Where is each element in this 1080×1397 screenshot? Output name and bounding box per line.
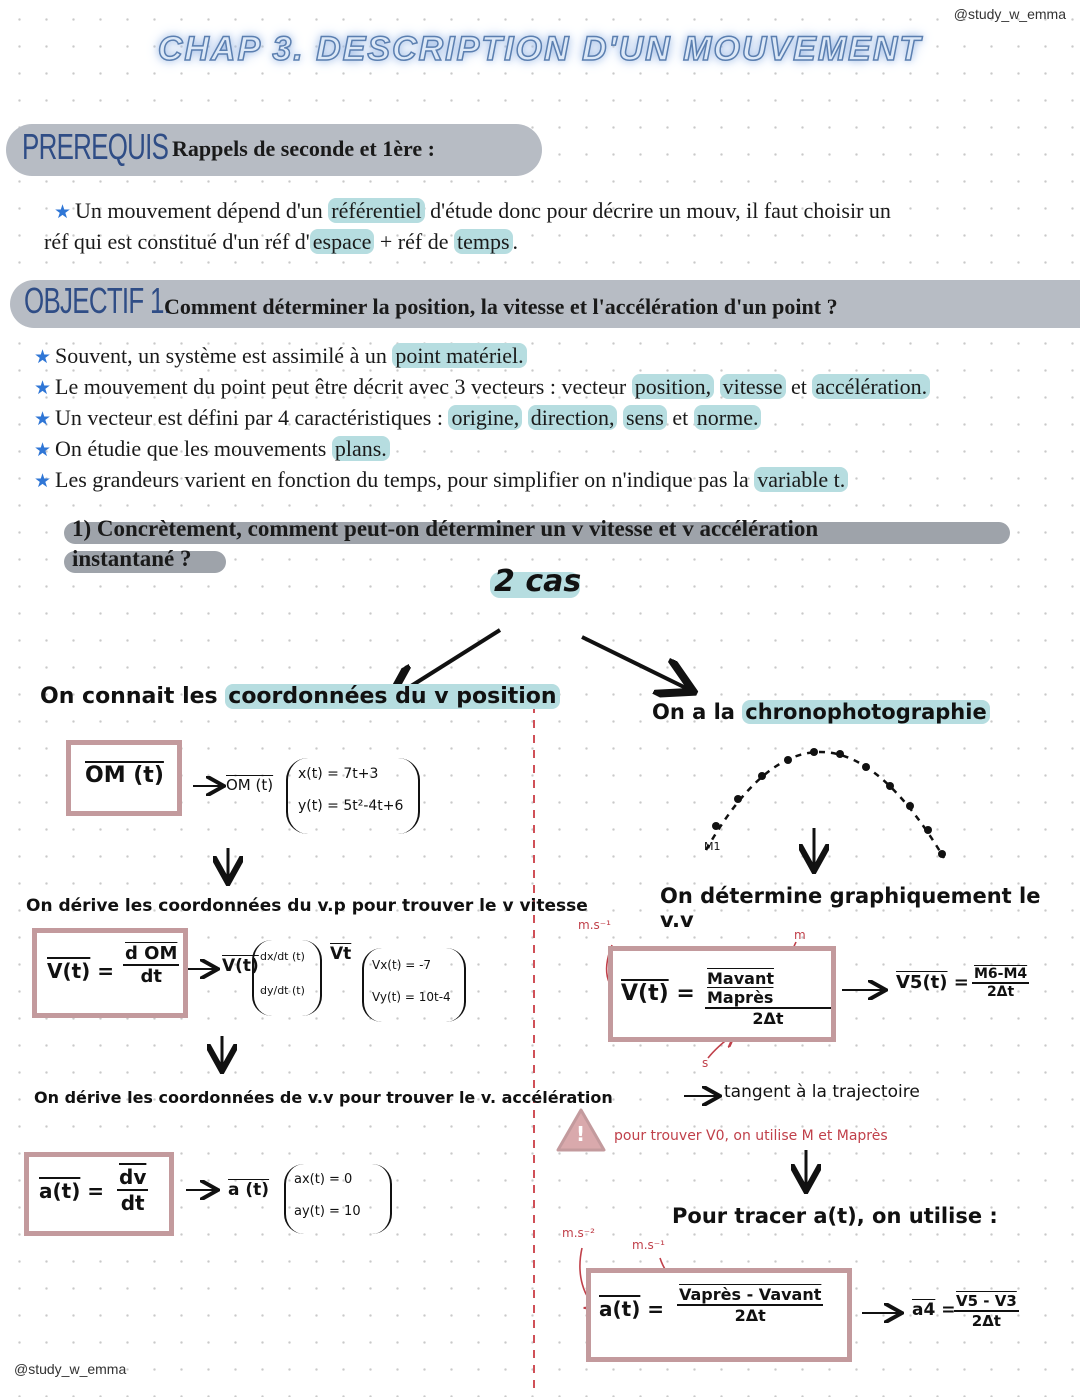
bullet-1: ★Souvent, un système est assimilé à un p… xyxy=(34,341,1074,372)
bullet-3: ★Un vecteur est défini par 4 caractérist… xyxy=(34,403,1074,434)
prereq-tag: PREREQUIS xyxy=(22,126,169,167)
objectif-heading: Comment déterminer la position, la vites… xyxy=(164,294,838,319)
question-bar-2 xyxy=(64,551,226,573)
left-heading: On connait les coordonnées du v position xyxy=(40,684,560,709)
warning-mark: ! xyxy=(576,1122,586,1146)
velocity-derivatives: dx/dt (t) dy/dt (t) xyxy=(252,940,322,1016)
objectif-banner: OBJECTIF 1. Comment déterminer la positi… xyxy=(10,280,1080,328)
star-icon: ★ xyxy=(34,439,52,461)
v5-label: V5(t) = xyxy=(896,972,969,993)
bullet-2: ★Le mouvement du point peut être décrit … xyxy=(34,372,1074,403)
warning-icon xyxy=(556,1108,606,1152)
label-m: m xyxy=(794,928,806,942)
left-step-2: On dérive les coordonnées de v.v pour tr… xyxy=(34,1088,613,1107)
prereq-text: ★Un mouvement dépend d'un référentiel d'… xyxy=(44,198,891,254)
author-handle-bottom: @study_w_emma xyxy=(14,1361,127,1377)
prereq-banner: PREREQUIS Rappels de seconde et 1ère : xyxy=(6,124,542,176)
star-icon: ★ xyxy=(54,201,72,223)
cases-highlight xyxy=(490,572,580,598)
question-line-2: instantané ? xyxy=(72,546,192,571)
unit-acceleration: m.s⁻² xyxy=(562,1226,595,1240)
right-heading: On a la chronophotographie xyxy=(652,700,990,724)
author-handle-top: @study_w_emma xyxy=(953,6,1066,22)
velocity-coordinates: Vx(t) = -7 Vy(t) = 10t-4 xyxy=(362,948,466,1022)
position-vector-label: OM (t) xyxy=(226,776,274,794)
bullet-4: ★On étudie que les mouvements plans. xyxy=(34,434,1074,465)
prereq-heading: Rappels de seconde et 1ère : xyxy=(172,136,435,161)
question-line-1: 1) Concrètement, comment peut-on détermi… xyxy=(72,516,819,541)
position-box: OM (t) xyxy=(66,740,182,816)
objectif-tag: OBJECTIF 1. xyxy=(24,280,171,321)
page-title: CHAP 3. DESCRIPTION D'UN MOUVEMENT xyxy=(157,29,923,69)
right-step-1: On détermine graphiquement le v.v xyxy=(660,884,1041,932)
position-coordinates: x(t) = 7t+3 y(t) = 5t²-4t+6 xyxy=(286,758,420,834)
a4-label: a4 = xyxy=(912,1300,956,1320)
bullet-5: ★Les grandeurs varient en fonction du te… xyxy=(34,465,1074,496)
unit-velocity-2: m.s⁻¹ xyxy=(632,1238,665,1252)
velocity-label: V(t) xyxy=(222,956,259,976)
cases-title: 2 cas xyxy=(494,564,582,599)
star-icon: ★ xyxy=(34,470,52,492)
trajectory-points xyxy=(712,748,946,858)
m1-label: M1 xyxy=(704,840,721,853)
right-step-2: Pour tracer a(t), on utilise : xyxy=(672,1204,998,1228)
branch-arrow-right xyxy=(581,635,690,690)
label-s: s xyxy=(702,1056,709,1070)
objectif-bullets: ★Souvent, un système est assimilé à un p… xyxy=(34,341,1074,496)
star-icon: ★ xyxy=(34,377,52,399)
tangent-note: tangent à la trajectoire xyxy=(724,1082,920,1102)
left-step-1: On dérive les coordonnées du v.p pour tr… xyxy=(26,896,588,916)
trajectory-curve xyxy=(704,750,946,859)
star-icon: ★ xyxy=(34,408,52,430)
star-icon: ★ xyxy=(34,346,52,368)
vt-label: Vt xyxy=(330,944,352,964)
acceleration-label: a (t) xyxy=(228,1180,270,1200)
acceleration-coordinates: ax(t) = 0 ay(t) = 10 xyxy=(284,1164,392,1234)
question-bar-1 xyxy=(64,522,1010,544)
unit-velocity: m.s⁻¹ xyxy=(578,918,611,932)
warning-note: pour trouver V0, on utilise M et Maprès xyxy=(614,1128,888,1144)
